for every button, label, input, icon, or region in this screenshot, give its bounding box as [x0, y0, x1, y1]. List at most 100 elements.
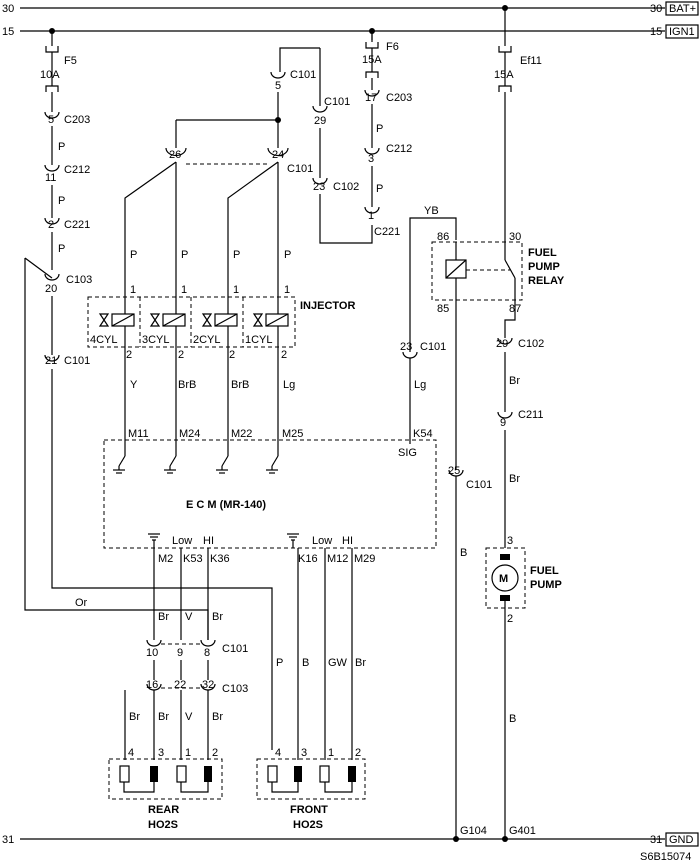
svg-text:C203: C203 [386, 92, 412, 104]
svg-text:2: 2 [229, 349, 235, 361]
svg-text:1: 1 [233, 284, 239, 296]
ecm-title: E C M (MR-140) [186, 499, 266, 511]
svg-text:15A: 15A [494, 69, 514, 81]
svg-text:B: B [302, 657, 309, 669]
svg-text:C101: C101 [222, 643, 248, 655]
conn-c101-ho2s: 10 9 8 C101 [146, 639, 248, 659]
svg-text:C203: C203 [64, 114, 90, 126]
svg-text:P: P [181, 249, 188, 261]
svg-text:Br: Br [212, 711, 223, 723]
conn-c101-29: C101 29 [312, 96, 350, 127]
conn-c212-3: 3 C212 [364, 143, 412, 165]
svg-text:25: 25 [448, 465, 460, 477]
heater-resistor-icon [267, 765, 278, 783]
injector-cyl-1: 1CYL [245, 334, 273, 346]
svg-text:SIG: SIG [398, 447, 417, 459]
svg-text:Br: Br [158, 711, 169, 723]
rail-gnd-num-right: 31 [650, 834, 662, 846]
svg-text:HI: HI [342, 535, 353, 547]
svg-text:Lg: Lg [414, 379, 426, 391]
svg-text:C212: C212 [64, 164, 90, 176]
ecm-ground-icon [287, 533, 299, 548]
svg-text:2: 2 [126, 349, 132, 361]
svg-text:Br: Br [212, 611, 223, 623]
svg-text:C101: C101 [420, 341, 446, 353]
rear-ho2s-sensor: 4 3 1 2 REAR HO2S [108, 747, 223, 831]
svg-text:Or: Or [75, 597, 88, 609]
svg-text:2: 2 [212, 747, 218, 759]
svg-text:1: 1 [328, 747, 334, 759]
fuse-f6: F6 15A [362, 31, 399, 78]
conn-c221-2: 2 C221 [44, 217, 90, 231]
svg-text:GW: GW [328, 657, 348, 669]
svg-text:29: 29 [314, 115, 326, 127]
svg-text:24: 24 [272, 149, 284, 161]
svg-text:V: V [185, 711, 193, 723]
conn-c101-26: 26 [165, 147, 187, 161]
injector-coil-icon [149, 296, 186, 348]
injector-coil-icon [201, 296, 238, 348]
conn-c103-ho2s: 16 22 32 C103 [146, 679, 248, 695]
ground-g104: G104 [460, 825, 487, 837]
svg-text:15A: 15A [362, 54, 382, 66]
svg-text:23: 23 [400, 341, 412, 353]
svg-text:M12: M12 [327, 553, 348, 565]
svg-text:86: 86 [437, 231, 449, 243]
ecm-ground-icon [148, 533, 160, 548]
sensor-element-icon [150, 766, 158, 782]
svg-text:C212: C212 [386, 143, 412, 155]
svg-text:20: 20 [45, 283, 57, 295]
svg-text:C211: C211 [518, 409, 543, 421]
svg-text:FUEL: FUEL [528, 247, 557, 259]
svg-text:C101: C101 [324, 96, 350, 108]
conn-c211-9: 9 C211 [497, 409, 543, 429]
svg-text:3: 3 [301, 747, 307, 759]
svg-text:M11: M11 [128, 428, 149, 440]
svg-text:2: 2 [507, 613, 513, 625]
fuel-pump-relay: 86 30 85 87 FUEL PUMP RELAY [431, 231, 565, 315]
rail-bat-num-left: 30 [2, 3, 14, 15]
svg-text:1: 1 [181, 284, 187, 296]
svg-text:C101: C101 [466, 479, 492, 491]
relay-switch-icon [504, 259, 516, 279]
injector-coil-icon [98, 296, 135, 348]
svg-text:1: 1 [284, 284, 290, 296]
heater-resistor-icon [119, 765, 130, 783]
svg-text:26: 26 [169, 149, 181, 161]
svg-text:P: P [58, 141, 65, 153]
svg-text:2: 2 [178, 349, 184, 361]
rail-ign-tag: IGN1 [669, 26, 695, 38]
svg-text:21: 21 [45, 355, 57, 367]
svg-text:HO2S: HO2S [148, 819, 178, 831]
rail-bat-num-right: 30 [650, 3, 662, 15]
injector-cyl-3: 3CYL [142, 334, 170, 346]
svg-text:1: 1 [185, 747, 191, 759]
svg-text:9: 9 [500, 417, 506, 429]
conn-c203-17: 17 C203 [364, 89, 412, 104]
svg-text:23: 23 [313, 181, 325, 193]
svg-text:Lg: Lg [283, 379, 295, 391]
svg-text:9: 9 [177, 647, 183, 659]
svg-text:2: 2 [281, 349, 287, 361]
svg-text:17: 17 [365, 92, 377, 104]
svg-text:P: P [58, 243, 65, 255]
conn-c101-21: 21 C101 [44, 354, 90, 367]
rail-ign: 15 15 IGN1 [2, 24, 699, 39]
sensor-element-icon [348, 766, 356, 782]
sensor-cell-icon [319, 765, 330, 783]
svg-text:RELAY: RELAY [528, 275, 565, 287]
ecm-driver-icon [266, 440, 279, 474]
injector-coil-icon [252, 296, 289, 348]
svg-text:5: 5 [275, 80, 281, 92]
ground-g401: G401 [509, 825, 536, 837]
svg-text:P: P [376, 183, 383, 195]
fuse-f5-name: F5 [64, 55, 77, 67]
svg-text:FRONT: FRONT [290, 804, 328, 816]
sensor-cell-icon [176, 765, 187, 783]
rail-bat: 30 30 BAT+ [2, 1, 699, 16]
svg-text:Br: Br [509, 473, 520, 485]
svg-text:P: P [233, 249, 240, 261]
rail-gnd-tag: GND [669, 834, 694, 846]
svg-text:C103: C103 [222, 683, 248, 695]
